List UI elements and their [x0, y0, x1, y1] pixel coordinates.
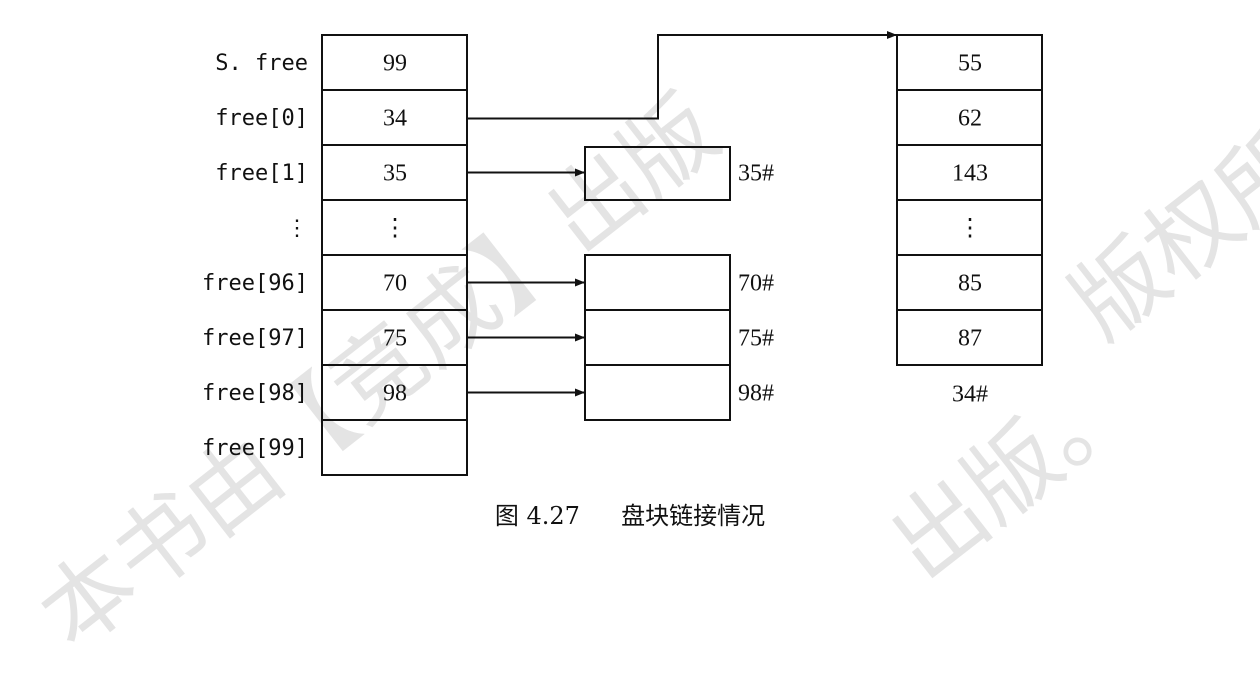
- free-table-label: free[99]: [202, 436, 308, 461]
- free-table-label: free[97]: [202, 326, 308, 351]
- free-table-value: 35: [383, 161, 407, 187]
- disk-block: [584, 146, 731, 201]
- figure-title: 盘块链接情况: [621, 502, 766, 530]
- block-34-value: 143: [952, 161, 988, 187]
- free-table-label: free[98]: [202, 381, 308, 406]
- disk-block: [584, 364, 731, 421]
- free-table-value: 99: [383, 51, 407, 77]
- figure-number: 图 4.27: [494, 502, 580, 530]
- free-table-cell: [321, 419, 468, 476]
- block-34-table: 55 62 143 ⋮ 85 87 34#: [896, 34, 1043, 408]
- block-34-cell: [896, 309, 1043, 366]
- block-34-label: 34#: [952, 382, 988, 408]
- free-table-label: free[0]: [215, 106, 308, 131]
- pointer-arrows: [467, 31, 897, 397]
- free-table-value: 70: [383, 271, 407, 297]
- free-table-value: 98: [383, 381, 407, 407]
- block-34-value: 87: [958, 326, 982, 352]
- free-table-value: 75: [383, 326, 407, 352]
- free-table-label: free[96]: [202, 271, 308, 296]
- block-34-value: ⋮: [958, 216, 982, 242]
- free-list-table: 99 S. free 34 free[0] 35 free[1] ⋮ ⋮ 70 free[96] 7…: [202, 34, 468, 476]
- disk-block: [584, 309, 731, 366]
- free-table-label: ⋮: [286, 216, 308, 241]
- disk-block: [584, 254, 731, 311]
- disk-block-label: 70#: [738, 271, 774, 297]
- linked-blocks: 35# 70# 75# 98#: [584, 146, 774, 421]
- free-table-value: 34: [383, 106, 407, 132]
- free0-to-block34-arrow: [467, 31, 897, 120]
- free-table-label: S. free: [215, 51, 308, 76]
- free-table-value: ⋮: [383, 216, 407, 242]
- block-34-value: 85: [958, 271, 982, 297]
- disk-block-label: 98#: [738, 381, 774, 407]
- disk-block-label: 35#: [738, 161, 774, 187]
- figure-caption: 图 4.27 盘块链接情况: [0, 496, 1260, 531]
- block-34-value: 62: [958, 106, 982, 132]
- disk-block-label: 75#: [738, 326, 774, 352]
- disk-block-linking-diagram: 99 S. free 34 free[0] 35 free[1] ⋮ ⋮ 70 free[96] 7…: [202, 31, 1043, 476]
- block-34-value: 55: [958, 51, 982, 77]
- free-table-label: free[1]: [215, 161, 308, 186]
